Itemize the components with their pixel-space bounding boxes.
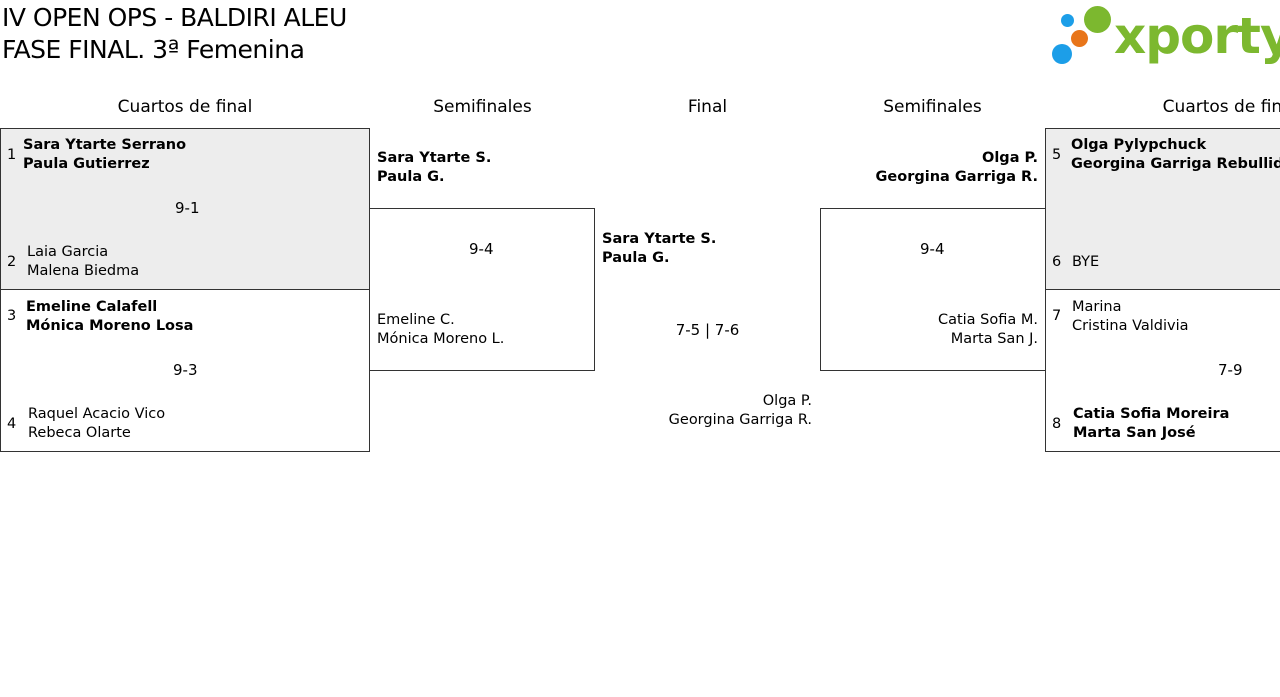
team-player: Marta San J. [950, 331, 1038, 347]
logo-text: xporty [1114, 7, 1280, 65]
team-player: Olga P. [762, 393, 812, 409]
seed-number: 5 [1052, 147, 1062, 163]
team-player: Sara Ytarte Serrano [23, 137, 187, 153]
match-quarter-1 [0, 128, 370, 290]
logo-dot-green [1084, 6, 1111, 33]
match-score: 9-3 [173, 361, 198, 379]
team-player: Cristina Valdivia [1072, 318, 1189, 334]
logo-dot-orange [1071, 30, 1088, 47]
team-player: Raquel Acacio Vico [28, 406, 166, 422]
team-player: Laia Garcia [27, 244, 109, 260]
team-player: Mónica Moreno Losa [26, 318, 194, 334]
xporty-logo: xporty [1050, 4, 1280, 68]
team-player: Olga P. [982, 150, 1038, 166]
seed-number: 6 [1052, 254, 1062, 270]
team-player: Malena Biedma [27, 263, 140, 279]
match-quarter-3 [1045, 128, 1280, 290]
round-header-semis-left: Semifinales [433, 97, 532, 117]
seed-number: 3 [7, 308, 17, 324]
team-player: Paula Gutierrez [23, 156, 150, 172]
team-player: Paula G. [377, 169, 445, 185]
seed-number: 7 [1052, 308, 1062, 324]
team-player: Emeline C. [377, 312, 455, 328]
match-semi-left [369, 208, 595, 371]
team-player: Catia Sofia M. [937, 312, 1038, 328]
round-header-quarters-right: Cuartos de final [1162, 97, 1280, 117]
team-player: Catia Sofia Moreira [1073, 406, 1230, 422]
team-player: Georgina Garriga R. [668, 412, 812, 428]
match-score: 7-9 [1218, 361, 1243, 379]
team-player: Marta San José [1073, 425, 1196, 441]
seed-number: 4 [7, 416, 17, 432]
match-score: 9-1 [175, 199, 200, 217]
round-header-final: Final [687, 97, 728, 117]
phase-title: FASE FINAL. 3ª Femenina [2, 35, 305, 64]
round-header-quarters-left: Cuartos de final [117, 97, 253, 117]
tournament-title: IV OPEN OPS - BALDIRI ALEU [2, 3, 347, 32]
team-player: Georgina Garriga Rebullida [1071, 156, 1280, 172]
logo-dot-blue [1052, 44, 1072, 64]
seed-number: 2 [7, 254, 17, 270]
team-player: Olga Pylypchuck [1071, 137, 1207, 153]
seed-number: 1 [7, 147, 17, 163]
team-player: Marina [1072, 299, 1122, 315]
team-player: Emeline Calafell [26, 299, 158, 315]
match-score: 9-4 [920, 240, 945, 258]
team-player: Paula G. [602, 250, 670, 266]
logo-dot-blue-small [1061, 14, 1074, 27]
team-player: BYE [1072, 254, 1100, 270]
team-player: Rebeca Olarte [28, 425, 131, 441]
match-quarter-4 [1045, 289, 1280, 452]
team-player: Sara Ytarte S. [377, 150, 492, 166]
round-header-semis-right: Semifinales [883, 97, 982, 117]
team-player: Sara Ytarte S. [602, 231, 717, 247]
team-player: Mónica Moreno L. [377, 331, 505, 347]
team-player: Georgina Garriga R. [875, 169, 1038, 185]
match-score: 9-4 [469, 240, 494, 258]
seed-number: 8 [1052, 416, 1062, 432]
match-score: 7-5 | 7-6 [675, 321, 740, 339]
